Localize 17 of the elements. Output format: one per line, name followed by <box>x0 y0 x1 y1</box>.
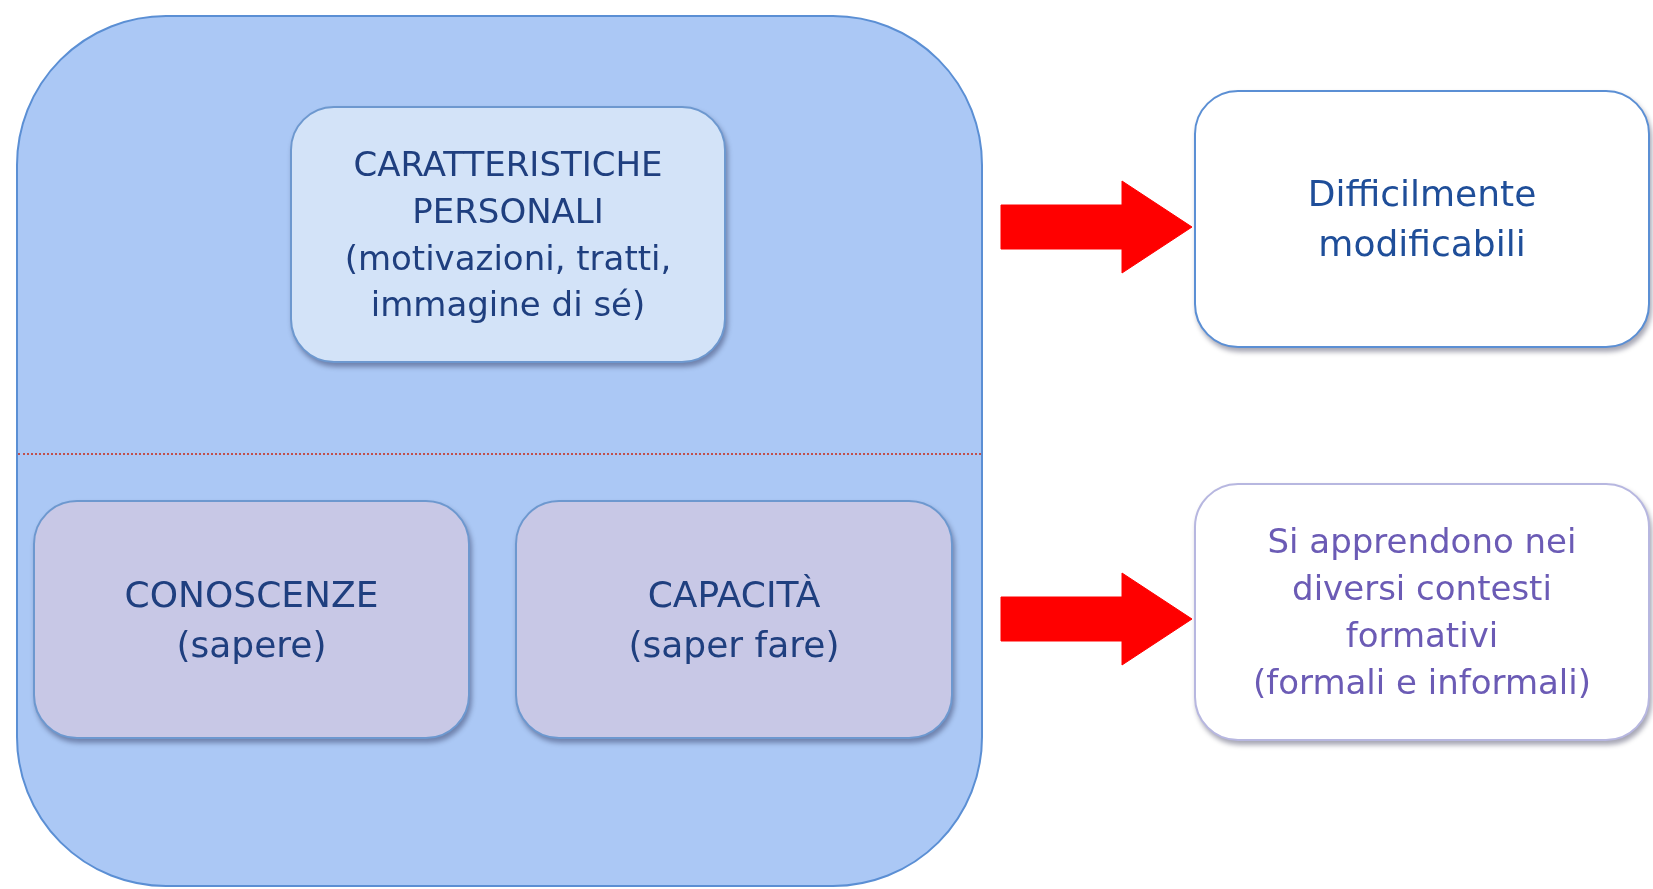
box-text: (sapere) <box>176 622 327 667</box>
text-box <box>515 500 953 739</box>
box-text: CARATTERISTICHE PERSONALI <box>352 142 664 233</box>
box-text: Si apprendono nei diversi contesti formativi <box>1266 520 1578 657</box>
box-text: (formali e informali) <box>1252 660 1592 704</box>
container-box <box>16 15 983 887</box>
block-arrow <box>1000 572 1193 666</box>
box-text: CAPACITÀ <box>647 572 821 617</box>
box-text: CONOSCENZE <box>124 572 379 617</box>
box-text: (motivazioni, tratti, immagine di sé) <box>343 236 673 327</box>
box-text: Difficilmente modificabili <box>1306 172 1538 266</box>
box-text: (saper fare) <box>628 622 840 667</box>
text-box <box>33 500 470 739</box>
text-box <box>290 106 726 363</box>
block-arrow <box>1000 180 1193 274</box>
text-box <box>1194 483 1650 741</box>
text-box <box>1194 90 1650 348</box>
